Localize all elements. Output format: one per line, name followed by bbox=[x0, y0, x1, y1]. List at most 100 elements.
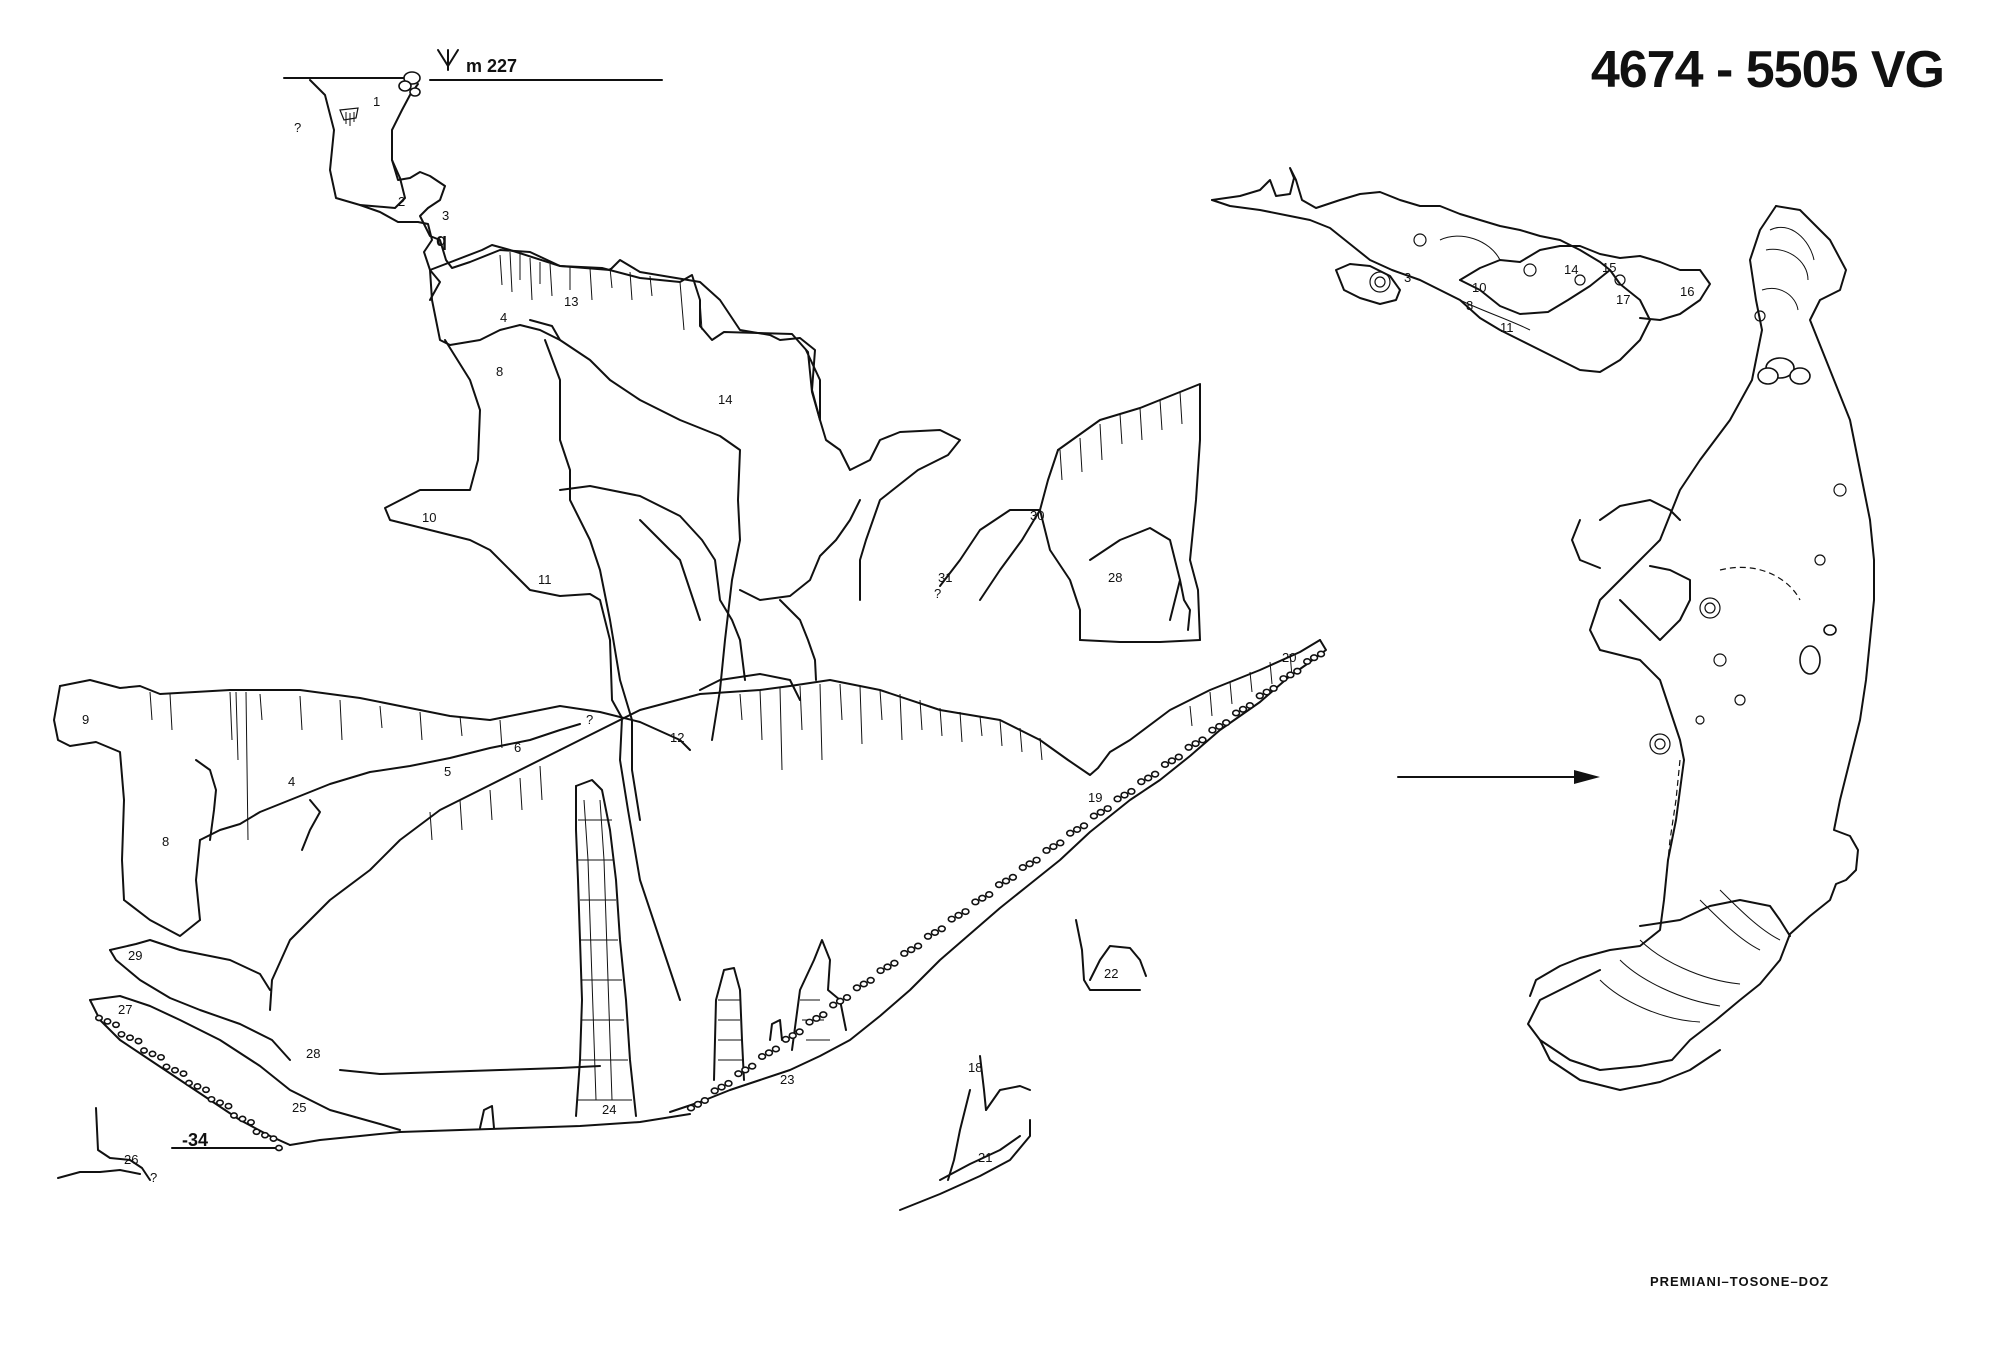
boulder bbox=[1120, 791, 1129, 799]
boulder bbox=[238, 1115, 247, 1123]
boulder bbox=[795, 1028, 804, 1036]
boulder bbox=[757, 1052, 767, 1061]
boulder bbox=[930, 928, 940, 937]
boulder bbox=[1293, 667, 1302, 675]
boulder bbox=[805, 1018, 814, 1026]
boulder bbox=[883, 963, 892, 971]
label-20: 20 bbox=[1282, 650, 1296, 665]
boulder bbox=[117, 1030, 126, 1038]
boulder bbox=[1221, 719, 1231, 727]
boulder bbox=[954, 911, 963, 919]
boulder bbox=[1049, 843, 1058, 851]
boulder bbox=[1198, 736, 1207, 744]
boulder bbox=[224, 1102, 233, 1110]
unknown-marker-1: ? bbox=[294, 120, 301, 135]
boulder bbox=[700, 1096, 709, 1105]
boulder bbox=[741, 1066, 750, 1074]
boulder bbox=[971, 898, 980, 906]
label-30: 30 bbox=[1030, 508, 1044, 523]
boulder bbox=[828, 1001, 838, 1009]
boulder bbox=[771, 1045, 781, 1053]
boulder-chain-left bbox=[95, 1014, 283, 1152]
boulder bbox=[1032, 856, 1041, 864]
boulder bbox=[1160, 760, 1170, 769]
boulder bbox=[1143, 774, 1153, 782]
boulder bbox=[923, 932, 933, 940]
boulder bbox=[274, 1144, 283, 1152]
unknown-marker-4: ? bbox=[150, 1170, 157, 1185]
boulder-chain-right bbox=[686, 650, 1326, 1112]
boulder bbox=[1113, 795, 1122, 803]
boulder bbox=[937, 925, 946, 933]
label-9: 9 bbox=[82, 712, 89, 727]
boulder bbox=[207, 1095, 216, 1103]
plan-label-8: 8 bbox=[1466, 298, 1473, 313]
label-8: 8 bbox=[496, 364, 503, 379]
boulder bbox=[162, 1063, 171, 1071]
boulder bbox=[1167, 757, 1177, 765]
boulder bbox=[994, 881, 1004, 889]
boulder bbox=[148, 1050, 157, 1058]
boulder bbox=[179, 1070, 188, 1077]
lower-right-fragments bbox=[899, 919, 1147, 1211]
label-4b: 4 bbox=[288, 774, 295, 789]
plan-label-16: 16 bbox=[1680, 284, 1694, 299]
surface-line bbox=[283, 49, 663, 81]
boulder bbox=[724, 1079, 733, 1087]
plan-label-3: 3 bbox=[1404, 270, 1411, 285]
boulder bbox=[1262, 688, 1271, 696]
label-18: 18 bbox=[968, 1060, 982, 1075]
boulder bbox=[260, 1131, 269, 1139]
boulder bbox=[112, 1021, 121, 1029]
boulder bbox=[95, 1014, 104, 1022]
boulder bbox=[693, 1100, 703, 1108]
entrance-depth-label: m 227 bbox=[466, 56, 517, 76]
plan-label-10: 10 bbox=[1472, 280, 1486, 295]
boulder bbox=[1279, 675, 1288, 683]
label-5: 5 bbox=[444, 764, 451, 779]
boulder bbox=[984, 890, 994, 899]
label-22: 22 bbox=[1104, 966, 1118, 981]
plan-view-upper bbox=[1211, 167, 1711, 373]
boulder bbox=[1208, 726, 1217, 734]
label-8b: 8 bbox=[162, 834, 169, 849]
boulder bbox=[866, 976, 875, 984]
boulder bbox=[1238, 705, 1248, 713]
boulder bbox=[1025, 860, 1034, 868]
label-28b: 28 bbox=[1108, 570, 1122, 585]
boulder bbox=[1286, 671, 1295, 679]
unknown-marker-3: ? bbox=[934, 586, 941, 601]
boulder bbox=[835, 997, 845, 1005]
boulder bbox=[1302, 657, 1312, 666]
label-14: 14 bbox=[718, 392, 732, 407]
unknown-marker-2: ? bbox=[586, 712, 593, 727]
label-1: 1 bbox=[373, 94, 380, 109]
boulder bbox=[202, 1086, 211, 1094]
label-29: 29 bbox=[128, 948, 142, 963]
boulder bbox=[686, 1104, 696, 1112]
boulder bbox=[1103, 805, 1112, 813]
boulder bbox=[1255, 692, 1265, 700]
label-25: 25 bbox=[292, 1100, 306, 1115]
boulder bbox=[764, 1049, 774, 1057]
plan-label-17: 17 bbox=[1616, 292, 1630, 307]
boulder bbox=[230, 1112, 239, 1119]
boulder bbox=[1309, 654, 1319, 662]
boulder bbox=[842, 993, 852, 1002]
boulder bbox=[852, 984, 862, 992]
boulder bbox=[1079, 822, 1089, 830]
label-11: 11 bbox=[538, 572, 552, 587]
boulder bbox=[193, 1083, 202, 1090]
symbol-q: q bbox=[436, 230, 447, 250]
boulder bbox=[1191, 740, 1200, 748]
plan-label-11: 11 bbox=[1500, 320, 1514, 335]
label-24: 24 bbox=[602, 1102, 616, 1117]
boulder bbox=[126, 1034, 135, 1042]
upper-right-section bbox=[939, 383, 1201, 643]
label-31: 31 bbox=[938, 570, 952, 585]
boulder bbox=[1184, 743, 1193, 751]
boulder bbox=[103, 1018, 112, 1025]
lower-left-fragment bbox=[57, 1107, 151, 1181]
section-labels: 1 2 3 q 4 8 13 14 10 11 12 9 4 5 6 8 29 … bbox=[82, 94, 1296, 1185]
